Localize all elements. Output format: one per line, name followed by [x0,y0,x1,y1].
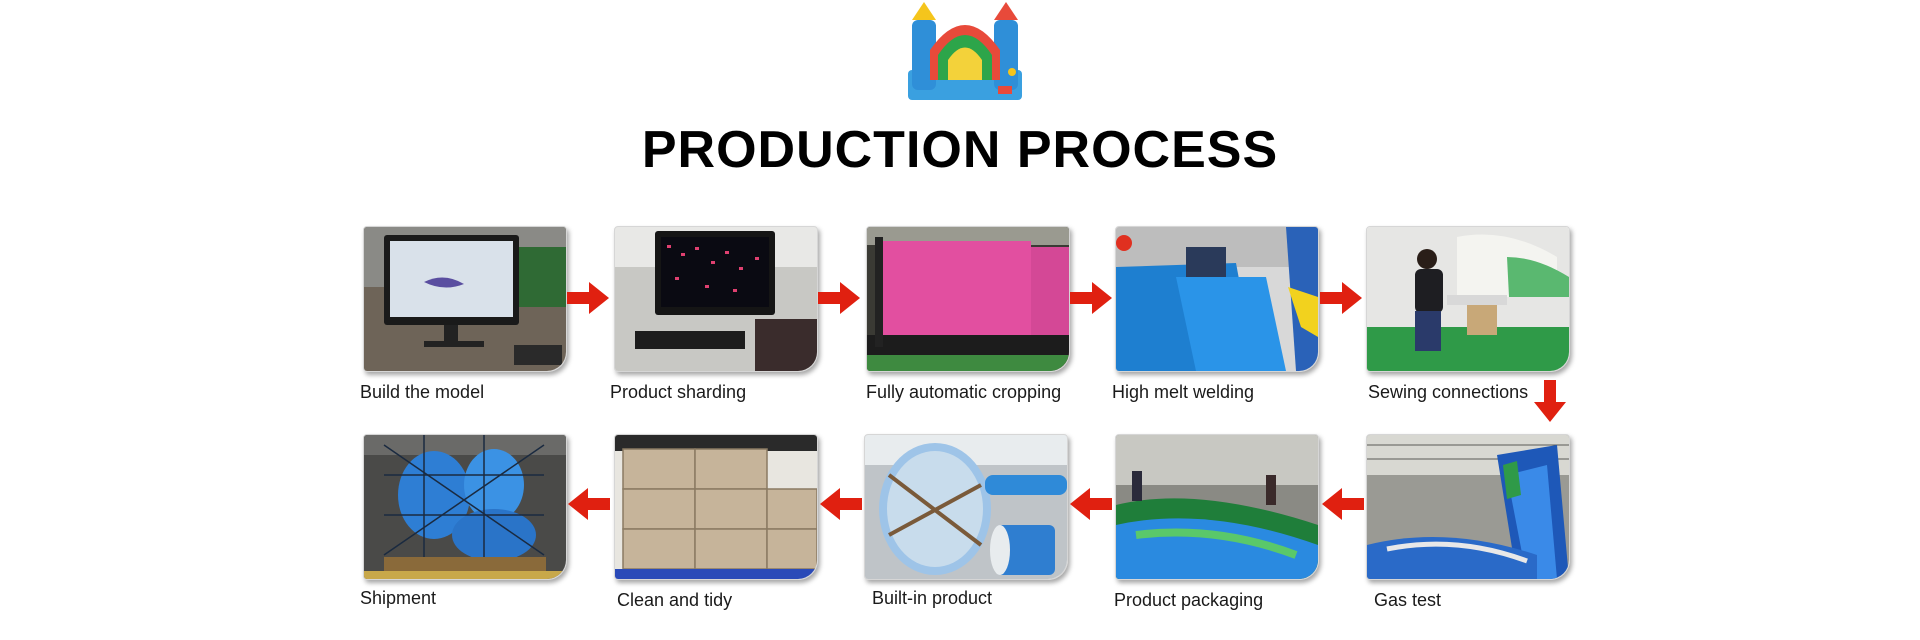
computer-modeling-photo [363,226,567,372]
cargo-shipment-photo [363,434,567,580]
step-shipment [363,434,567,580]
arrow-right-icon [818,280,862,316]
welding-photo [1115,226,1319,372]
step-high-melt-welding [1115,226,1319,372]
step-label: Sewing connections [1368,382,1528,403]
step-gas-test [1366,434,1570,580]
cutting-machine-photo [866,226,1070,372]
arrow-right-icon [1320,280,1364,316]
step-label: Built-in product [872,588,992,609]
arrow-left-icon [1068,486,1112,522]
step-built-in-product [864,434,1068,580]
step-label: Shipment [360,588,436,609]
arrow-down-icon [1532,380,1568,424]
step-label: Fully automatic cropping [866,382,1061,403]
step-label: Gas test [1374,590,1441,611]
step-fully-automatic-cropping [866,226,1070,372]
step-label: Clean and tidy [617,590,732,611]
inflatable-bounce-castle-icon [900,0,1030,102]
step-sewing-connections [1366,226,1570,372]
packaging-photo [1115,434,1319,580]
arrow-left-icon [1320,486,1364,522]
step-clean-and-tidy [614,434,818,580]
cad-sharding-photo [614,226,818,372]
boxes-photo [614,434,818,580]
arrow-right-icon [1070,280,1114,316]
step-label: High melt welding [1112,382,1254,403]
arrow-left-icon [818,486,862,522]
step-product-sharding [614,226,818,372]
page-title: PRODUCTION PROCESS [0,120,1920,180]
sewing-photo [1366,226,1570,372]
arrow-right-icon [567,280,611,316]
step-build-the-model [363,226,567,372]
inflatable-castle-logo [900,0,1030,102]
step-label: Product packaging [1114,590,1263,611]
wrapped-product-photo [864,434,1068,580]
inflated-slide-photo [1366,434,1570,580]
arrow-left-icon [566,486,610,522]
step-label: Build the model [360,382,484,403]
step-product-packaging [1115,434,1319,580]
step-label: Product sharding [610,382,746,403]
